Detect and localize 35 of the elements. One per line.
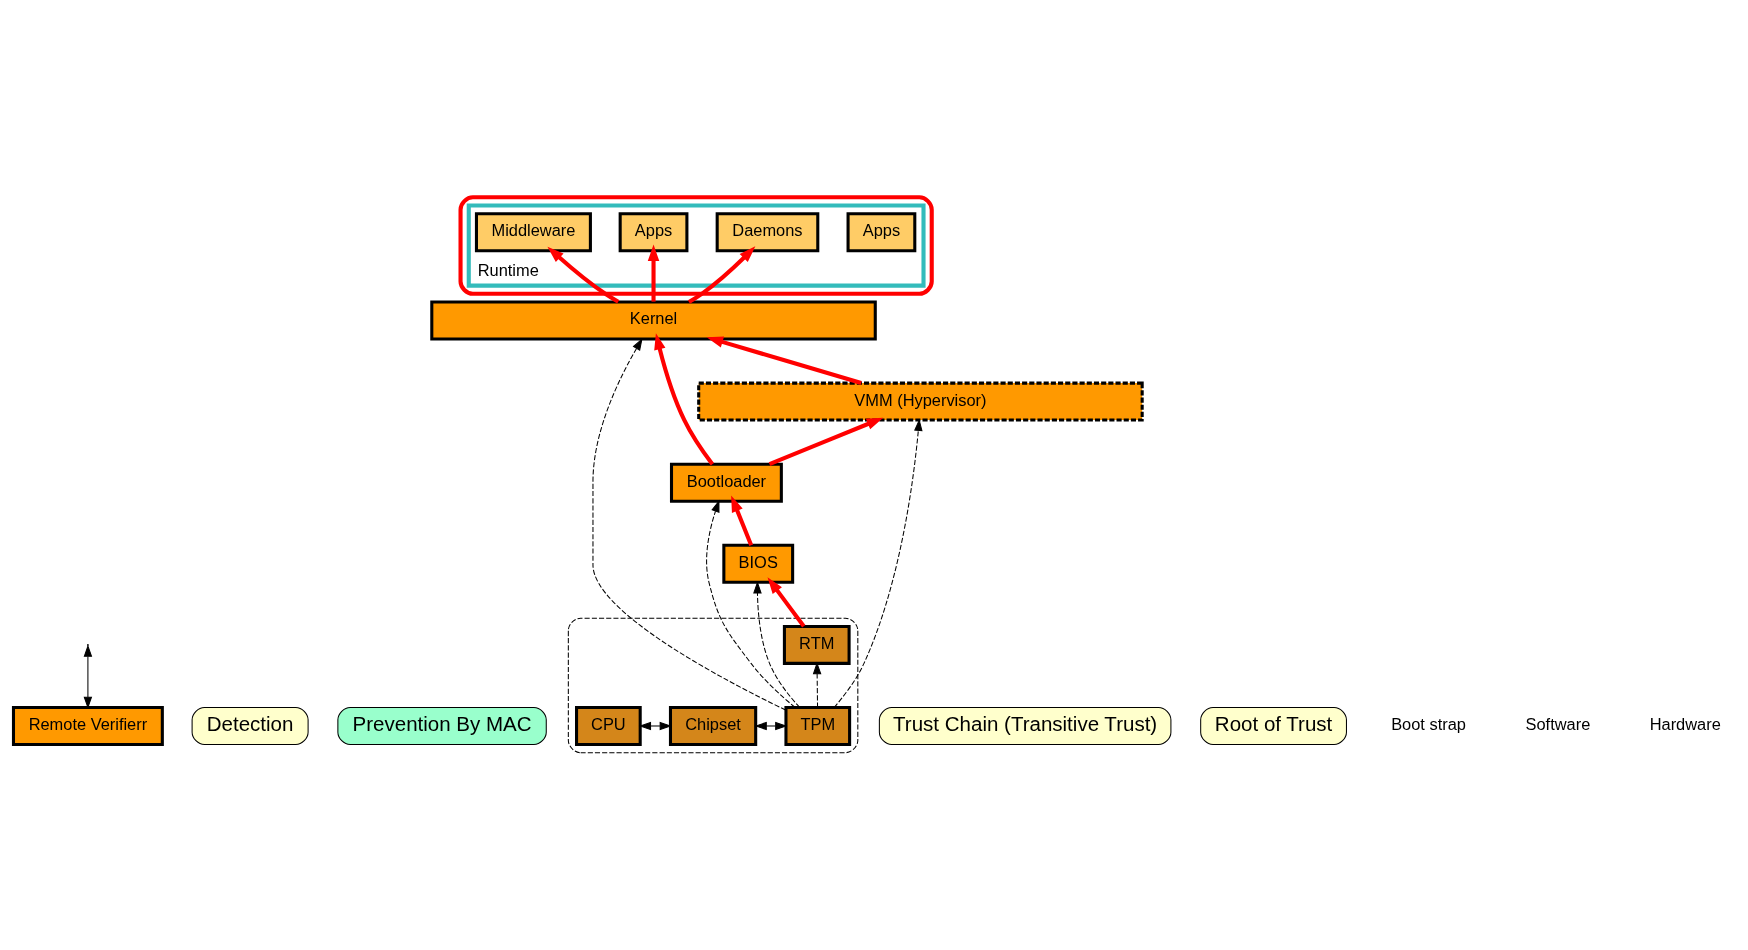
node-box: CPU [574,705,642,746]
node-box: Bootloader [669,462,783,503]
node-box: Detection [191,707,309,745]
arrow [730,495,753,546]
node-box: VMM (Hypervisor) [696,381,1144,422]
node-box: Middleware [474,212,592,253]
arrow [705,499,795,708]
arrow [83,644,92,709]
arrow [546,246,619,304]
label: Hardware [1649,714,1721,733]
node-box: Daemons [715,212,819,253]
node-box: Prevention By MAC [336,707,547,745]
node-box: Kernel [429,300,877,341]
node-box: Remote Verifierr [11,705,164,746]
cluster [567,617,858,754]
node-box: Chipset [668,705,757,746]
arrow [647,244,659,302]
arrow [687,246,755,304]
node-box: Apps [618,212,688,253]
arrow [653,333,714,466]
arrow [833,418,923,708]
arrow [752,581,800,708]
node-box: Apps [846,212,916,253]
node-box: RTM [782,624,851,665]
node-box: Root of Trust [1199,707,1347,745]
node-box: BIOS [721,543,794,584]
arrow [768,417,883,467]
node-box: Trust Chain (Transitive Trust) [878,707,1171,745]
node-box: TPM [783,705,851,746]
arrow [706,336,862,385]
arrow [638,721,672,731]
cluster [458,195,934,296]
label: Boot strap [1390,714,1466,733]
arrow [767,577,805,628]
label: Software [1525,714,1590,733]
